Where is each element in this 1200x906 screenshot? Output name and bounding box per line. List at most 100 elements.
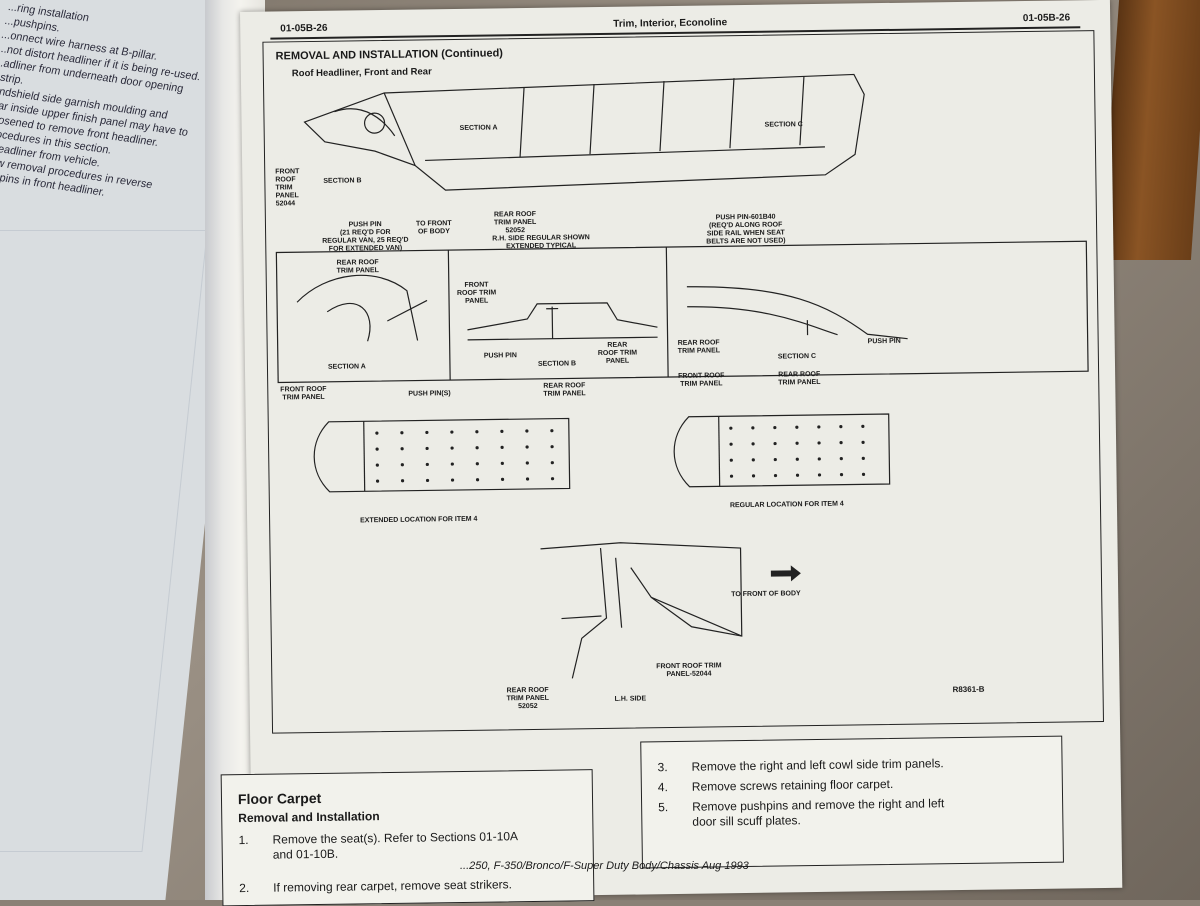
step-text: Remove screws retaining floor carpet.	[691, 776, 894, 794]
push-pin-dot	[861, 472, 866, 476]
right-page: 01-05B-26 Trim, Interior, Econoline 01-0…	[220, 0, 1123, 906]
push-pin-dot	[400, 431, 404, 435]
label-c-pushpin: PUSH PIN	[867, 337, 901, 346]
push-pin-dot	[550, 445, 554, 449]
left-page-text: ...ring installation ...pushpins. ...onn…	[0, 0, 234, 212]
step-item: 5. Remove pushpins and remove the right …	[658, 795, 1048, 832]
push-pin-dot	[475, 478, 480, 482]
push-pin-dot	[751, 474, 756, 478]
push-pin-dot	[839, 473, 844, 477]
label-to-front-body: TO FRONT OF BODY	[731, 590, 801, 599]
label-b-front: FRONT ROOF TRIM PANEL	[456, 281, 497, 305]
label-b-caption: SECTION B	[537, 360, 577, 368]
label-lh-front: FRONT ROOF TRIM PANEL-52044	[656, 662, 722, 679]
label-section-a-top: SECTION A	[459, 124, 498, 132]
label-a-caption: SECTION A	[327, 363, 366, 371]
label-rh-side: R.H. SIDE REGULAR SHOWN EXTENDED TYPICAL	[492, 234, 590, 251]
push-pin-dot	[817, 425, 821, 429]
push-pin-dot	[375, 447, 379, 451]
push-pin-dot	[773, 441, 777, 446]
push-pin-dot	[500, 429, 504, 433]
page-header-title: Trim, Interior, Econoline	[613, 17, 728, 30]
push-pin-dot	[839, 457, 843, 461]
push-pin-dot	[550, 429, 554, 433]
push-pin-dot	[795, 441, 799, 445]
page-footer: ...250, F-350/Bronco/F-Super Duty Body/C…	[460, 860, 749, 872]
push-pin-dot	[525, 477, 530, 481]
floor-carpet-steps-card: 3. Remove the right and left cowl side t…	[640, 735, 1064, 869]
illustration-box: REMOVAL AND INSTALLATION (Continued) Roo…	[262, 30, 1104, 734]
step-text: Remove the seat(s). Refer to Sections 01…	[272, 829, 519, 862]
push-pin-dot	[817, 473, 822, 477]
push-pin-dot	[425, 446, 429, 451]
push-pin-dot	[550, 461, 554, 465]
label-rear-roof-panel: REAR ROOF TRIM PANEL 52052	[493, 210, 537, 235]
page-number-right: 01-05B-26	[1022, 12, 1071, 25]
push-pin-dot	[525, 445, 529, 449]
label-lh-rear: REAR ROOF TRIM PANEL 52052	[506, 686, 549, 711]
label-c-caption: SECTION C	[777, 352, 817, 361]
label-section-c-top: SECTION C	[764, 121, 803, 129]
push-pin-dot	[729, 458, 733, 462]
push-pin-dot	[550, 477, 555, 481]
wood-furniture-edge	[1100, 0, 1200, 260]
step-number: 1.	[238, 832, 249, 848]
label-front-roof-panel: FRONT ROOF TRIM PANEL 52044	[275, 168, 300, 208]
push-pin-dot	[525, 429, 529, 433]
floor-carpet-card: Floor Carpet Removal and Installation 1.…	[220, 769, 595, 906]
push-pin-dot	[450, 446, 454, 450]
push-pin-dot	[861, 424, 865, 428]
label-section-b-top: SECTION B	[323, 177, 362, 185]
label-to-front: TO FRONT OF BODY	[415, 220, 452, 236]
label-ext-caption: EXTENDED LOCATION FOR ITEM 4	[360, 515, 478, 525]
push-pin-dot	[773, 425, 777, 430]
step-item: 4. Remove screws retaining floor carpet.	[658, 775, 1048, 796]
label-lh-side: L.H. SIDE	[614, 695, 647, 703]
label-push-pin-601: PUSH PIN-601B40 (REQ'D ALONG ROOF SIDE R…	[706, 213, 786, 246]
label-b-rear: REAR ROOF TRIM PANEL	[597, 341, 638, 365]
push-pin-dot	[500, 445, 504, 449]
push-pin-dot	[500, 477, 505, 481]
step-text: Remove pushpins and remove the right and…	[692, 796, 945, 829]
push-pin-dot	[861, 440, 865, 444]
push-pin-dot	[475, 430, 479, 434]
push-pin-dot	[795, 425, 799, 429]
step-number: 4.	[657, 780, 668, 795]
step-number: 3.	[657, 760, 668, 775]
push-pin-dot	[861, 456, 865, 460]
label-c-rear: REAR ROOF TRIM PANEL	[677, 339, 721, 355]
label-reg-front: FRONT ROOF TRIM PANEL	[678, 372, 725, 388]
push-pin-dot	[751, 442, 755, 446]
floor-carpet-title: Floor Carpet	[237, 789, 322, 808]
push-pin-dot	[425, 430, 429, 435]
headliner-diagram	[275, 73, 1089, 679]
push-pin-dot	[475, 446, 479, 450]
push-pin-dot	[375, 479, 380, 483]
label-ext-rear: REAR ROOF TRIM PANEL	[543, 382, 586, 398]
push-pin-dot	[729, 426, 733, 430]
push-pin-dot	[839, 441, 843, 445]
page-number-left: 01-05B-26	[280, 22, 328, 35]
push-pin-dot	[795, 457, 799, 461]
push-pin-dot	[425, 462, 429, 467]
figure-code: R8361-B	[952, 684, 985, 695]
push-pin-dot	[500, 461, 504, 465]
push-pin-dot	[751, 458, 755, 462]
step-number: 2.	[239, 880, 250, 896]
push-pin-dot	[400, 463, 404, 467]
push-pin-dot	[400, 479, 405, 483]
push-pin-dot	[729, 442, 733, 446]
label-reg-caption: REGULAR LOCATION FOR ITEM 4	[729, 500, 844, 510]
label-a-rear: REAR ROOF TRIM PANEL	[336, 259, 379, 275]
push-pin-dot	[375, 463, 379, 467]
step-item: 3. Remove the right and left cowl side t…	[657, 755, 1047, 776]
push-pin-dot	[450, 478, 455, 482]
step-text: If removing rear carpet, remove seat str…	[273, 877, 513, 895]
left-page-faded-illustration	[0, 230, 208, 852]
push-pin-dot	[795, 473, 800, 477]
push-pin-dot	[400, 447, 404, 451]
push-pin-dot	[773, 457, 777, 462]
push-pin-dot	[839, 425, 843, 429]
push-pin-dot	[751, 426, 755, 430]
step-number: 5.	[658, 800, 669, 815]
